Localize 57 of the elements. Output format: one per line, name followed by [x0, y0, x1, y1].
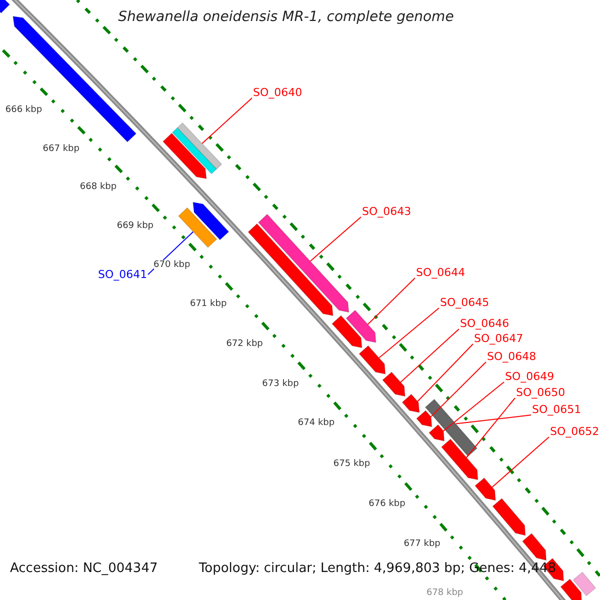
scale-label: 668 kbp [80, 182, 117, 192]
gene-bar [416, 410, 432, 428]
gene-bar [402, 394, 420, 413]
scale-label: 669 kbp [116, 221, 154, 232]
gene-label: SO_0641 [98, 268, 148, 281]
leader-line [430, 362, 486, 418]
leader-line [202, 98, 252, 144]
leader-line [310, 216, 362, 262]
gene-bar [178, 207, 218, 248]
scale-label: 677 kbp [404, 539, 440, 550]
gene-bar [248, 223, 334, 316]
scale-label: 675 kbp [333, 458, 370, 469]
gene-label: SO_0644 [416, 266, 466, 279]
gene-bar [162, 132, 207, 180]
gene-label: SO_0645 [440, 296, 490, 309]
scale-label: 672 kbp [226, 338, 263, 349]
gene-label: SO_0649 [505, 370, 554, 383]
gene-label: SO_0647 [474, 332, 524, 345]
scale-label: 678 kbp [426, 588, 464, 598]
leader-line [400, 328, 460, 383]
scale-label: 673 kbp [262, 378, 299, 389]
gene-label: SO_0650 [516, 386, 566, 399]
gene-bar [572, 572, 596, 596]
title: Shewanella oneidensis MR-1, complete genome [117, 9, 455, 25]
scale-label: 666 kbp [5, 105, 42, 116]
leader-line [378, 308, 440, 358]
gene-label: SO_0648 [487, 350, 536, 363]
gene-label: SO_0652 [550, 425, 600, 438]
leader-line [417, 344, 474, 402]
gene-bar [522, 532, 547, 561]
scale-label: 674 kbp [298, 418, 335, 428]
gene-bar [346, 310, 376, 343]
gene-bar [382, 372, 406, 397]
gene-label: SO_0646 [460, 317, 510, 330]
gene-bar [560, 578, 582, 600]
leader-line [466, 398, 516, 458]
gene-bar [258, 214, 350, 313]
gene-bar [332, 315, 362, 348]
gene-bar [440, 438, 478, 480]
leader-line [367, 278, 416, 325]
gene-bar [0, 0, 10, 14]
leader-line [455, 414, 532, 424]
gene-bar [358, 345, 386, 374]
gene-label: SO_0651 [532, 403, 582, 416]
gene-bar [474, 477, 496, 501]
accession-text: Accession: NC_004347 [10, 561, 158, 576]
leader-line [492, 436, 550, 488]
scale-label: 670 kbp [154, 260, 190, 270]
gene-bar [192, 202, 230, 240]
scale-label: 671 kbp [190, 299, 227, 310]
gene-bar [428, 424, 445, 442]
gene-bar [492, 498, 526, 536]
gene-bar [424, 398, 478, 457]
gene-label: SO_0643 [362, 205, 412, 218]
leader-line [442, 382, 504, 432]
gene-label: SO_0640 [253, 86, 302, 99]
scale-label: 676 kbp [368, 498, 406, 509]
